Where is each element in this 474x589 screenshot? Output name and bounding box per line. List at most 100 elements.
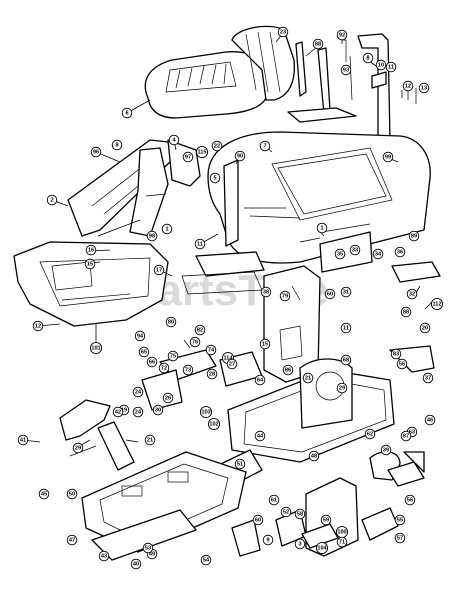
callout-label: 100: [337, 529, 346, 535]
callout-label: 73: [185, 367, 191, 373]
callout-label: 55: [397, 517, 403, 523]
callout-label: 29: [75, 445, 81, 451]
callout-label: 32: [409, 291, 415, 297]
callout-11: 11: [340, 322, 352, 334]
callout-label: 71: [339, 539, 345, 545]
callout-44: 44: [254, 430, 266, 442]
callout-68: 68: [340, 354, 352, 366]
callout-label: 114: [223, 355, 233, 361]
callout-label: 50: [69, 491, 75, 497]
callout-48: 48: [308, 450, 320, 462]
callout-label: 24: [135, 409, 142, 415]
callout-33: 33: [349, 244, 361, 256]
callout-80: 80: [165, 316, 177, 328]
callout-label: 82: [197, 327, 203, 333]
callout-43: 43: [98, 550, 110, 562]
callout-15: 15: [84, 258, 96, 270]
callout-53: 53: [142, 542, 154, 554]
callout-51: 51: [234, 458, 246, 470]
callout-59: 59: [320, 514, 332, 526]
callout-label: 8: [366, 55, 369, 61]
console: [67, 139, 201, 237]
callout-label: 72: [161, 365, 167, 371]
callout-94: 94: [134, 330, 146, 342]
callout-12: 12: [32, 320, 44, 332]
callout-38: 38: [260, 286, 272, 298]
callout-64: 64: [254, 374, 266, 386]
callout-label: 98: [149, 233, 155, 239]
callout-label: 88: [403, 309, 409, 315]
callout-100: 100: [335, 525, 349, 539]
callout-47: 47: [66, 534, 78, 546]
callout-label: 80: [168, 319, 174, 325]
callout-87: 87: [400, 430, 412, 442]
callout-98: 98: [146, 230, 158, 242]
callout-34: 34: [372, 248, 384, 260]
callout-9: 9: [262, 534, 274, 546]
callout-36: 36: [394, 246, 406, 258]
callout-56: 56: [404, 494, 416, 506]
callout-label: 46: [427, 417, 433, 423]
callout-35: 35: [334, 248, 346, 260]
callout-label: 13: [421, 85, 427, 91]
callout-82: 82: [194, 324, 206, 336]
callout-label: 10: [378, 62, 384, 68]
callout-8: 8: [111, 139, 123, 151]
callout-20: 20: [419, 322, 431, 334]
callout-label: 96: [93, 149, 99, 155]
callout-label: 11: [197, 241, 203, 247]
callout-72: 72: [158, 362, 170, 374]
callout-29: 29: [336, 382, 348, 394]
callout-65: 65: [138, 346, 150, 358]
callout-16: 16: [85, 244, 97, 256]
main-frame: [141, 349, 395, 491]
callout-label: 90: [237, 153, 243, 159]
callout-label: 7: [263, 143, 266, 149]
callout-23: 23: [277, 26, 289, 38]
callout-1: 1: [316, 222, 328, 234]
callout-label: 94: [137, 333, 144, 339]
callout-104: 104: [315, 541, 329, 555]
callout-30: 30: [152, 404, 164, 416]
callout-label: 64: [257, 377, 264, 383]
callout-label: 8: [115, 142, 118, 148]
callout-86: 86: [282, 364, 294, 376]
callout-27: 27: [226, 358, 238, 370]
callout-label: 2: [50, 197, 53, 203]
callout-label: 62: [367, 431, 373, 437]
callout-21: 21: [144, 434, 156, 446]
callout-label: 76: [192, 339, 198, 345]
callout-label: 89: [411, 233, 417, 239]
callout-label: 33: [352, 247, 358, 253]
callout-label: 31: [343, 289, 349, 295]
callout-41: 41: [17, 434, 29, 446]
callout-15: 15: [259, 338, 271, 350]
callout-label: 103: [201, 409, 210, 415]
callout-58: 58: [294, 508, 306, 520]
callout-2: 2: [46, 194, 58, 206]
callout-label: 115: [197, 149, 206, 155]
callout-label: 61: [271, 497, 277, 503]
callout-label: 12: [35, 323, 41, 329]
seat: [144, 25, 296, 119]
callout-label: 48: [311, 453, 317, 459]
callout-8: 8: [362, 52, 374, 64]
callout-label: 74: [208, 347, 215, 353]
callout-37: 37: [422, 372, 434, 384]
callout-21: 21: [302, 372, 314, 384]
callout-label: 3: [298, 541, 301, 547]
callout-label: 104: [317, 545, 327, 551]
callout-label: 30: [155, 407, 161, 413]
callout-12: 12: [402, 80, 414, 92]
callout-label: 38: [263, 289, 269, 295]
callout-label: 15: [262, 341, 268, 347]
callout-115: 115: [195, 145, 209, 159]
callout-60: 60: [252, 514, 264, 526]
callout-75: 75: [167, 350, 179, 362]
callout-label: 35: [337, 251, 343, 257]
hood: [207, 131, 431, 273]
callout-label: 20: [422, 325, 428, 331]
callout-93: 93: [340, 64, 352, 76]
callout-label: 4: [172, 137, 176, 143]
